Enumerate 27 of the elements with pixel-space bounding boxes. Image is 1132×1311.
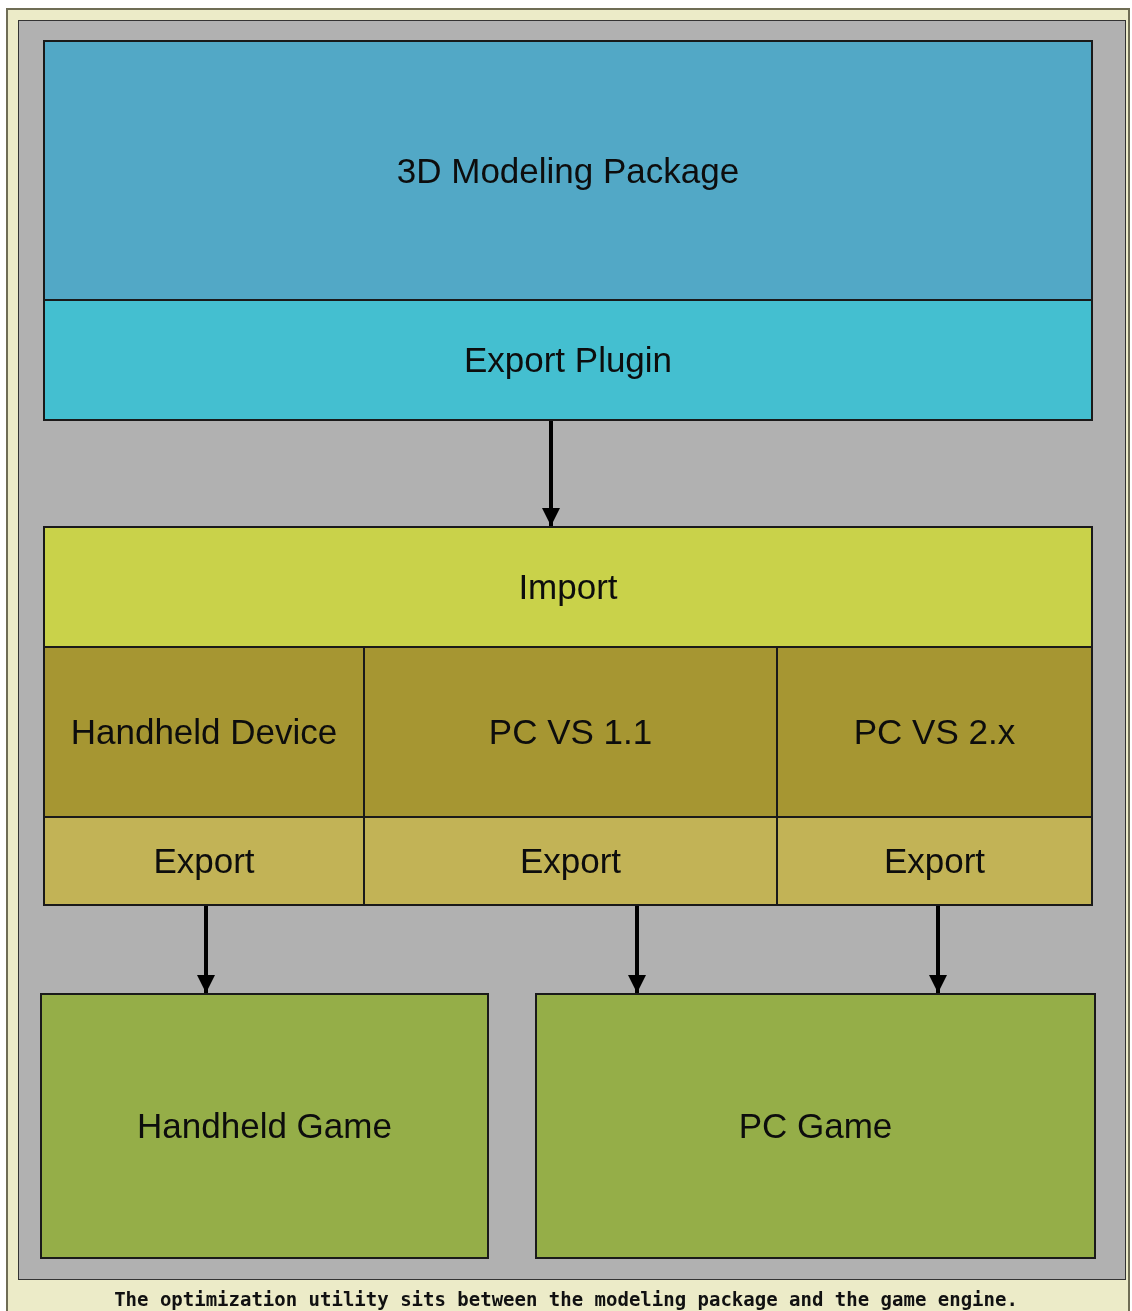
process-box — [43, 299, 1093, 421]
process-box — [363, 646, 778, 818]
process-box — [776, 646, 1093, 818]
box-label: PC Game — [738, 1105, 893, 1148]
arrow — [628, 906, 646, 993]
box-label: 3D Modeling Package — [396, 149, 740, 192]
box-label: Export — [519, 840, 622, 883]
box-label: PC VS 1.1 — [488, 711, 653, 754]
process-box — [776, 816, 1093, 906]
process-box — [43, 526, 1093, 648]
box-label: Export — [883, 840, 986, 883]
box-label: Export Plugin — [463, 339, 673, 382]
process-box — [43, 816, 365, 906]
process-box — [535, 993, 1096, 1259]
caption: The optimization utility sits between the modeling package and the game engine. — [113, 1288, 1019, 1310]
arrow — [929, 906, 947, 993]
box-label: Handheld Game — [137, 1105, 392, 1148]
box-label: Import — [518, 566, 618, 609]
box-label: Handheld Device — [70, 711, 338, 754]
box-label: PC VS 2.x — [853, 711, 1016, 754]
box-label: Export — [153, 840, 255, 883]
process-box — [43, 40, 1093, 301]
arrow — [542, 421, 560, 526]
arrow — [197, 906, 215, 993]
process-box — [40, 993, 489, 1259]
process-box — [363, 816, 778, 906]
process-box — [43, 646, 365, 818]
